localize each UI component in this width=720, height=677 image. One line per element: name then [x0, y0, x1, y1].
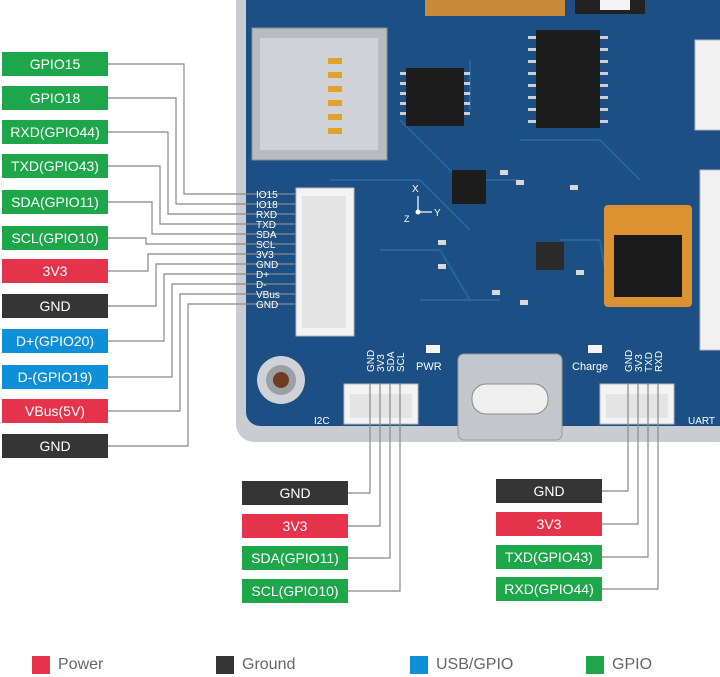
legend-item-usb: USB/GPIO	[410, 656, 513, 674]
left-header-silk: D+	[256, 270, 269, 281]
left-header-silk: SDA	[256, 230, 277, 241]
axis-marker: X Y Z	[404, 184, 441, 224]
left-header-silk: IO18	[256, 200, 278, 211]
i2c-pin-label: SCL(GPIO10)	[242, 579, 348, 603]
left-header-silk: IO15	[256, 190, 278, 201]
pin-label-left: GND	[2, 294, 108, 318]
i2c-pin-label: 3V3	[242, 514, 348, 538]
uart-silk-label: TXD	[644, 352, 655, 372]
left-header-silk: VBus	[256, 290, 280, 301]
pin-label-left: SDA(GPIO11)	[2, 190, 108, 214]
legend-label-gpio: GPIO	[612, 656, 653, 673]
pin-label-left: GPIO18	[2, 86, 108, 110]
pin-label-left: 3V3	[2, 259, 108, 283]
legend-label-ground: Ground	[242, 656, 296, 673]
pin-label-left: GPIO15	[2, 52, 108, 76]
pin-label-left: RXD(GPIO44)	[2, 120, 108, 144]
ground-swatch	[216, 656, 234, 674]
i2c-silk-label: 3V3	[376, 354, 387, 372]
left-header-silk: GND	[256, 300, 278, 311]
uart-silk-label: 3V3	[634, 354, 645, 372]
power-swatch	[32, 656, 50, 674]
charge-silk: Charge	[572, 361, 608, 373]
i2c-silk: I2C	[314, 416, 330, 427]
pin-label-left: D+(GPIO20)	[2, 329, 108, 353]
pwr-silk: PWR	[416, 361, 442, 373]
uart-silk: UART	[688, 416, 715, 427]
uart-pin-label: GND	[496, 479, 602, 503]
pin-label-left: VBus(5V)	[2, 399, 108, 423]
legend-label-power: Power	[58, 656, 104, 673]
uart-pin-label: TXD(GPIO43)	[496, 545, 602, 569]
left-header-silk: 3V3	[256, 250, 274, 261]
pin-label-left: GND	[2, 434, 108, 458]
legend-item-ground: Ground	[216, 656, 295, 674]
i2c-pin-label: SDA(GPIO11)	[242, 546, 348, 570]
left-header-silk: D-	[256, 280, 267, 291]
legend-item-power: Power	[32, 656, 103, 674]
i2c-silk-label: SCL	[396, 352, 407, 372]
left-header-silk: SCL	[256, 240, 276, 251]
i2c-silk-label: SDA	[386, 351, 397, 372]
uart-pin-label: RXD(GPIO44)	[496, 577, 602, 601]
pin-label-left: SCL(GPIO10)	[2, 226, 108, 250]
uart-silk-label: RXD	[654, 351, 665, 372]
left-header-silk: GND	[256, 260, 278, 271]
axis-z-label: Z	[404, 214, 410, 224]
pin-label-left: D-(GPIO19)	[2, 365, 108, 389]
gpio-swatch	[586, 656, 604, 674]
left-header-silk: TXD	[256, 220, 276, 231]
axis-y-label: Y	[434, 208, 441, 219]
left-header-silk: RXD	[256, 210, 277, 221]
axis-x-label: X	[412, 184, 419, 195]
i2c-pin-label: GND	[242, 481, 348, 505]
uart-pin-label: 3V3	[496, 512, 602, 536]
pin-label-left: TXD(GPIO43)	[2, 154, 108, 178]
i2c-silk-label: GND	[366, 350, 377, 372]
legend-item-gpio: GPIO	[586, 656, 652, 674]
usb-swatch	[410, 656, 428, 674]
legend-label-usb: USB/GPIO	[436, 656, 514, 673]
pin-leader-lines	[108, 63, 659, 592]
uart-silk-label: GND	[624, 350, 635, 372]
